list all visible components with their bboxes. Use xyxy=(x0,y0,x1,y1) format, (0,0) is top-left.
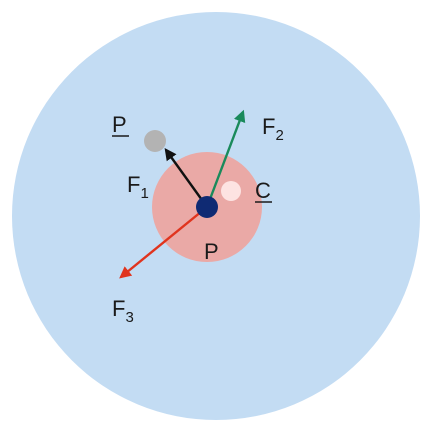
label-p-center: P xyxy=(204,239,219,264)
label-c-underline: C xyxy=(255,178,271,203)
label-f2-main: F xyxy=(262,114,275,139)
label-f1-main: F xyxy=(127,172,140,197)
label-f2-sub: 2 xyxy=(275,127,283,144)
label-f3-main: F xyxy=(112,296,125,321)
label-p-underline: P xyxy=(112,112,127,137)
label-f3: F3 xyxy=(112,296,134,326)
center-dot xyxy=(196,196,218,218)
label-f2: F2 xyxy=(262,114,284,144)
p-grey-dot xyxy=(144,130,166,152)
arrow-f2 xyxy=(205,109,246,208)
arrow-f3 xyxy=(119,206,208,279)
label-f3-sub: 3 xyxy=(125,309,133,326)
label-f1-sub: 1 xyxy=(140,185,148,202)
label-f1: F1 xyxy=(127,172,149,202)
arrow-f1 xyxy=(164,148,208,208)
c-dot xyxy=(221,181,241,201)
